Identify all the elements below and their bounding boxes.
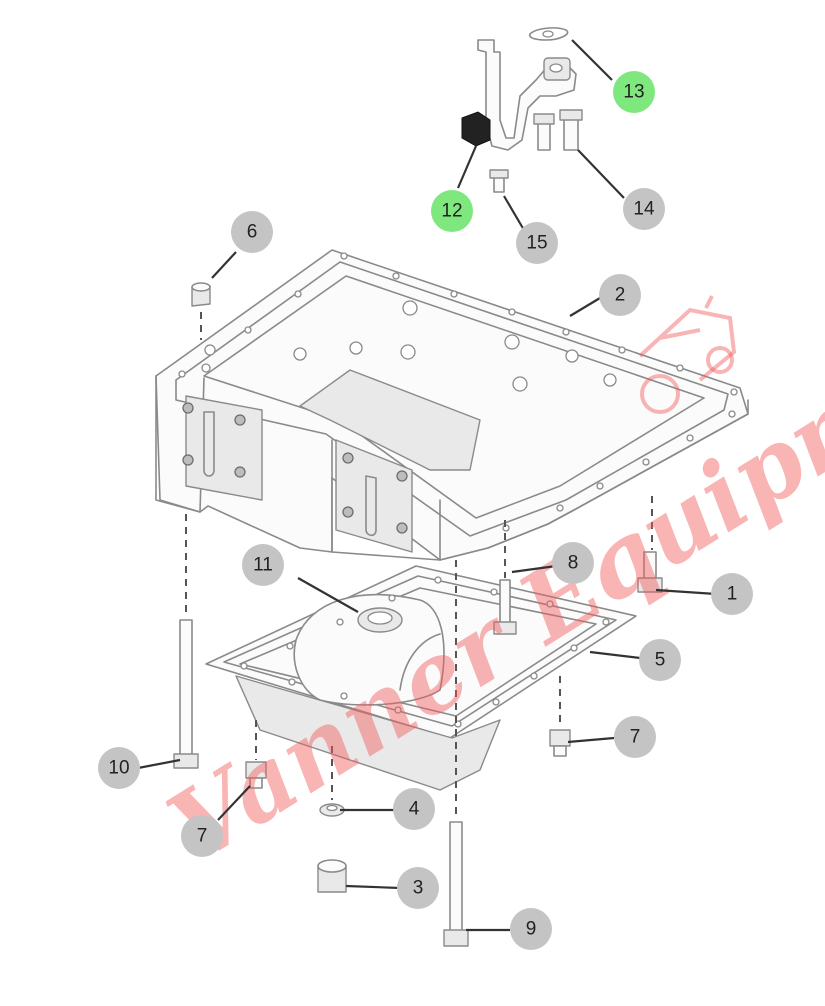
callout-9: 9: [510, 908, 552, 950]
callout-label: 5: [655, 650, 666, 671]
callout-label: 14: [633, 199, 655, 220]
callout-label: 9: [526, 919, 537, 940]
callout-label: 1: [727, 584, 738, 605]
callout-8: 8: [552, 542, 594, 584]
callout-12: 12: [431, 190, 473, 232]
callout-label: 8: [568, 553, 579, 574]
callout-1: 1: [711, 573, 753, 615]
callout-label: 11: [253, 555, 273, 576]
callout-5: 5: [639, 639, 681, 681]
callout-label: 10: [108, 758, 129, 779]
callout-label: 4: [409, 799, 420, 820]
callout-label: 2: [615, 285, 626, 306]
fasteners: [173, 282, 663, 947]
callout-label: 13: [623, 82, 644, 103]
callout-label: 6: [247, 222, 258, 243]
upper-oil-pan: [155, 249, 749, 561]
callout-11: 11: [242, 544, 284, 586]
lower-oil-pan: [205, 565, 637, 791]
callout-label: 15: [526, 233, 547, 254]
callout-6: 6: [231, 211, 273, 253]
callout-15: 15: [516, 222, 558, 264]
callout-label: 12: [441, 201, 462, 222]
callout-3: 3: [397, 867, 439, 909]
oil-strainer-assembly: [461, 27, 583, 193]
callout-10: 10: [98, 747, 140, 789]
assembly-axes: [185, 312, 653, 818]
callout-13: 13: [613, 71, 655, 113]
callout-label: 7: [197, 826, 208, 847]
callout-2: 2: [599, 274, 641, 316]
callout-label: 7: [630, 727, 641, 748]
tractor-logo: [638, 295, 737, 382]
callout-14: 14: [623, 188, 665, 230]
callouts: 1 2 3 4 5 6 7 7: [98, 71, 753, 950]
callout-label: 3: [413, 878, 424, 899]
callout-7-right: 7: [614, 716, 656, 758]
callout-4: 4: [393, 788, 435, 830]
callout-7-left: 7: [181, 815, 223, 857]
leader-lines: [137, 39, 717, 932]
